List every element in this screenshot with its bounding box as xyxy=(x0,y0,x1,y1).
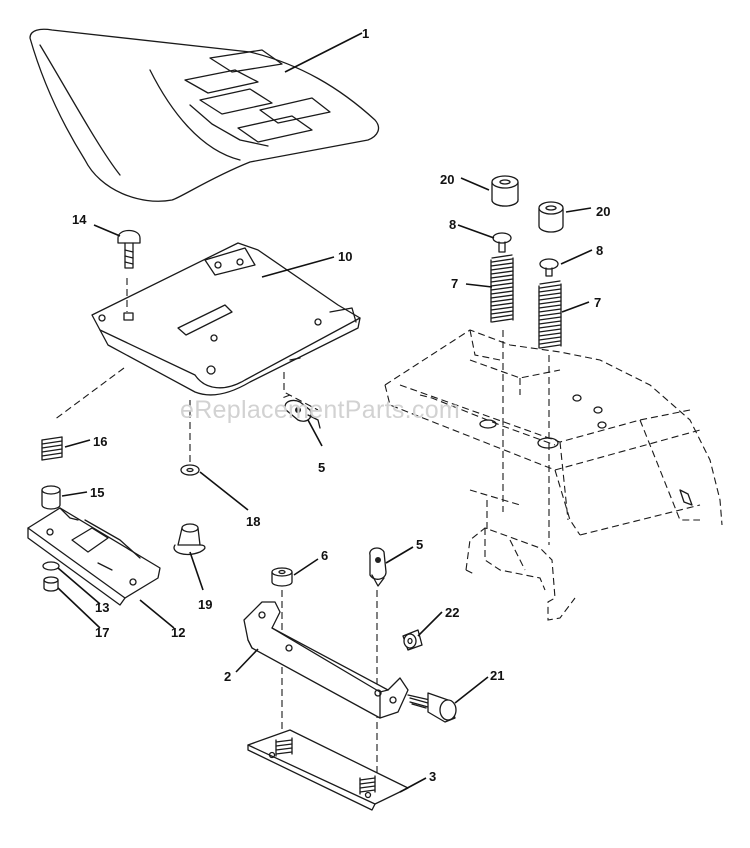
callout-15: 15 xyxy=(90,485,104,500)
callout-8-right: 8 xyxy=(596,243,603,258)
bracket-part-2 xyxy=(243,601,409,719)
spring-part-7-right xyxy=(538,280,562,349)
fender-bracket xyxy=(465,527,576,621)
callout-21: 21 xyxy=(490,668,504,683)
base-plate-part-3 xyxy=(247,729,409,811)
watermark: eReplacementParts.com xyxy=(180,396,460,424)
spring-part-16 xyxy=(41,436,63,461)
bushing-part-15 xyxy=(41,485,61,510)
clip-part-19 xyxy=(173,523,206,556)
callout-13: 13 xyxy=(95,600,109,615)
spacer-part-20-right xyxy=(538,201,564,233)
seat-part xyxy=(29,28,380,202)
washer-part-18 xyxy=(180,464,200,476)
slide-plate-part-12 xyxy=(27,507,161,606)
callout-22: 22 xyxy=(445,605,459,620)
bolt-part-8-left xyxy=(492,232,512,253)
callout-10: 10 xyxy=(338,249,352,264)
callout-5-lower: 5 xyxy=(416,537,423,552)
nut-part-17 xyxy=(43,576,59,592)
clip-part-5-upper xyxy=(284,399,321,429)
callout-1: 1 xyxy=(362,26,369,41)
callout-20-left: 20 xyxy=(440,172,454,187)
callout-17: 17 xyxy=(95,625,109,640)
callout-14: 14 xyxy=(72,212,87,227)
callout-3: 3 xyxy=(429,769,436,784)
clip-part-5-lower xyxy=(369,547,387,587)
spacer-part-20-left xyxy=(491,175,519,207)
bolt-part-14 xyxy=(117,229,141,269)
bolt-part-21 xyxy=(407,692,457,723)
seat-pan-part xyxy=(91,242,361,396)
leader-lines xyxy=(57,32,593,793)
callout-2: 2 xyxy=(224,669,231,684)
callout-7-right: 7 xyxy=(594,295,601,310)
spacer-part-22 xyxy=(402,629,423,651)
alignment-lines xyxy=(53,278,550,780)
nut-part-6 xyxy=(271,567,293,587)
spring-part-7-left xyxy=(490,254,514,323)
fender-frame xyxy=(384,329,723,536)
callout-19: 19 xyxy=(198,597,212,612)
callout-8-left: 8 xyxy=(449,217,456,232)
callout-12: 12 xyxy=(171,625,185,640)
bolt-part-8-right xyxy=(539,258,559,277)
callout-7-left: 7 xyxy=(451,276,458,291)
callout-18: 18 xyxy=(246,514,260,529)
washer-part-13 xyxy=(42,561,60,571)
callout-16: 16 xyxy=(93,434,107,449)
callout-20-right: 20 xyxy=(596,204,610,219)
callout-5-upper: 5 xyxy=(318,460,325,475)
callout-6: 6 xyxy=(321,548,328,563)
